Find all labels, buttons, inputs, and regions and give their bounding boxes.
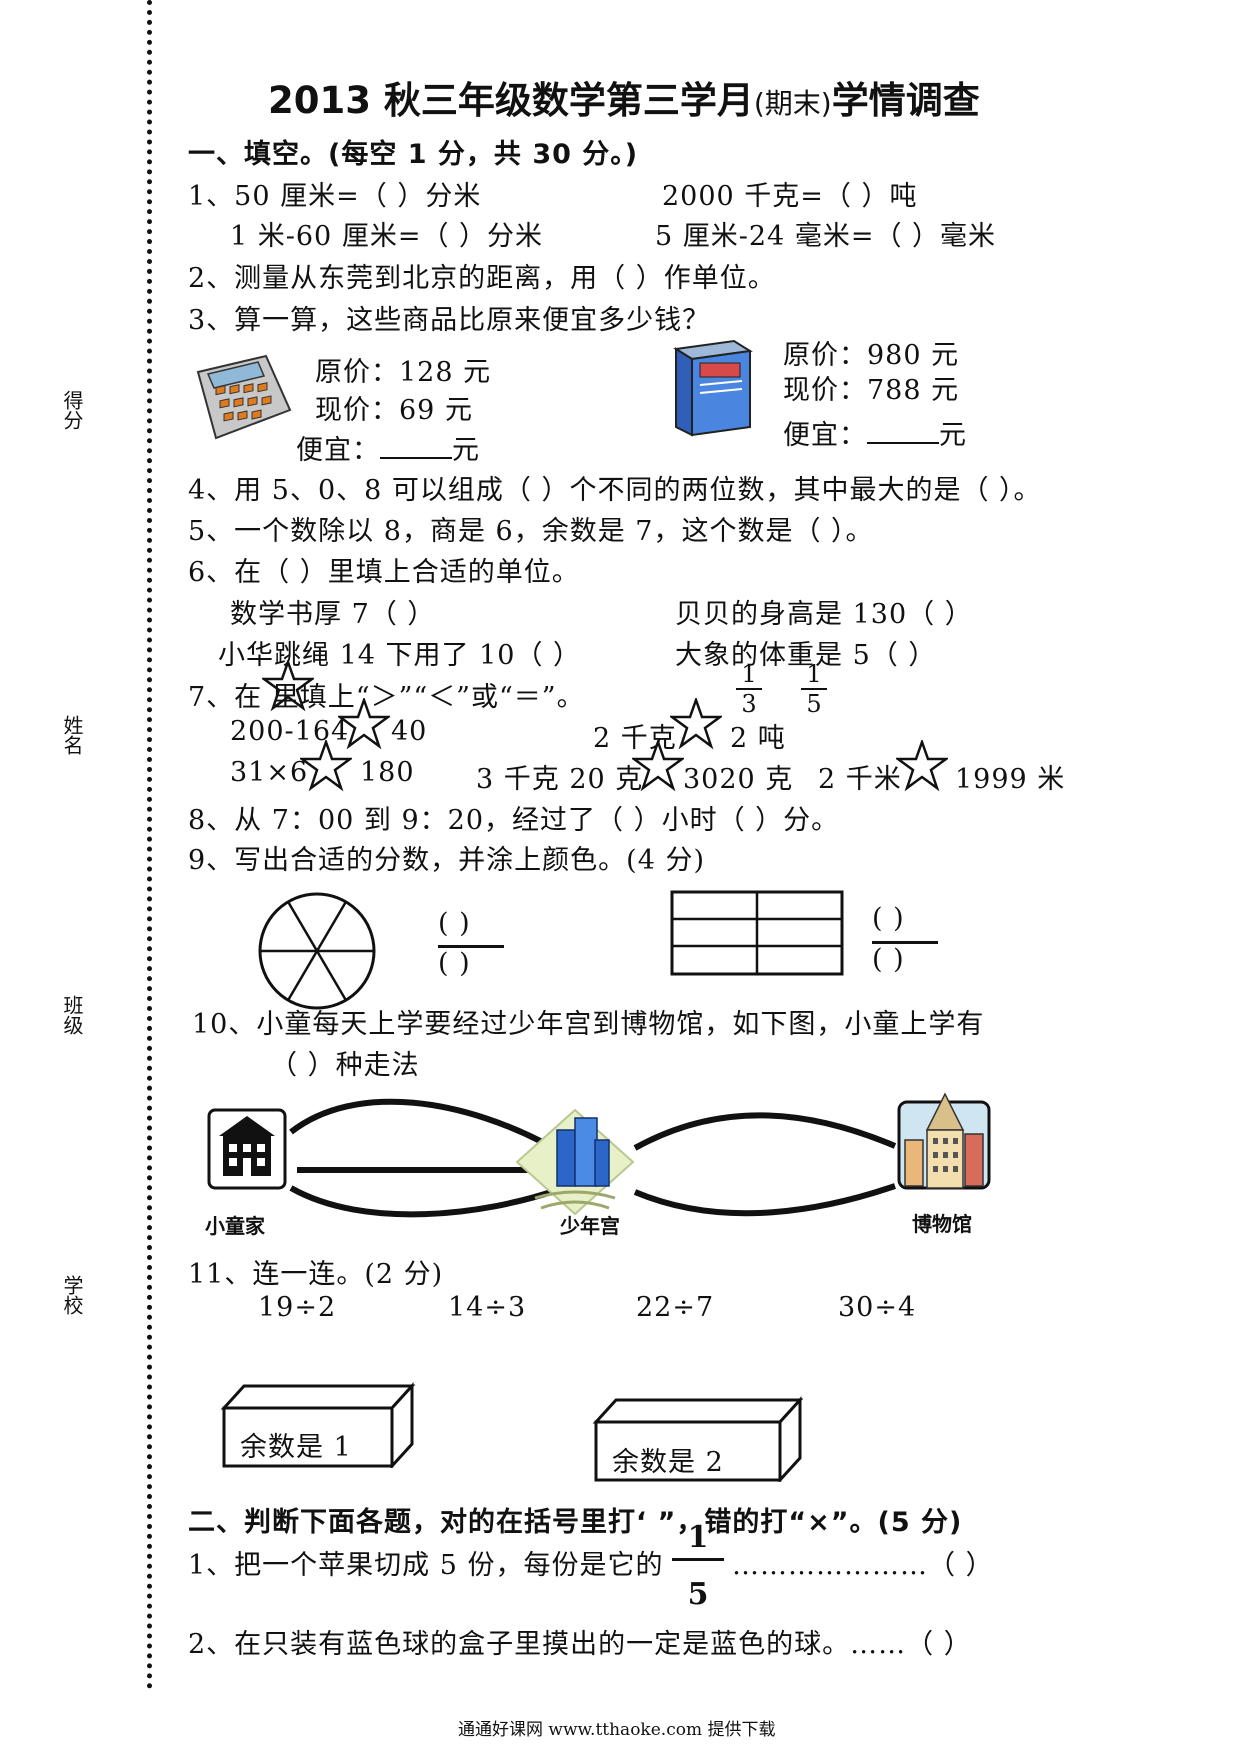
q7-a-right: 40: [391, 716, 428, 747]
remainder-box-1-label: 余数是 1: [240, 1432, 352, 1463]
q7-e-right: 1999 米: [955, 764, 1066, 795]
frac1-numerator: 1: [736, 660, 762, 690]
q6-d: 大象的体重是 5（ ）: [675, 640, 937, 671]
calculator-icon: [196, 354, 292, 440]
j1-frac-numerator: 1: [672, 1518, 724, 1561]
museum-label: 博物馆: [912, 1212, 972, 1236]
calc-cheaper-label: 便宜：: [296, 435, 380, 466]
class-label: 班级: [60, 995, 84, 1035]
q4: 4、用 5、0、8 可以组成（ ）个不同的两位数，其中最大的是（ ）。: [188, 475, 1042, 506]
q11-expr-2[interactable]: 14÷3: [448, 1292, 527, 1323]
box-original-price: 原价：980 元: [783, 340, 960, 371]
q5: 5、一个数除以 8，商是 6，余数是 7，这个数是（ ）。: [188, 516, 874, 547]
star-icon[interactable]: [670, 698, 722, 750]
q1-b: 2000 千克=（ ）吨: [662, 181, 918, 212]
route-diagram: [207, 1092, 991, 1218]
star-icon[interactable]: [300, 740, 352, 792]
section1-heading: 一、填空。(每空 1 分，共 30 分。): [188, 139, 639, 170]
q9-rect-denominator[interactable]: ( ): [872, 944, 905, 975]
binding-dotted-line: [147, 0, 152, 1690]
q3-text: 3、算一算，这些商品比原来便宜多少钱？: [188, 305, 711, 336]
calc-cheaper: 便宜： 元: [296, 428, 480, 467]
q9-circle-fraction-bar: [438, 945, 504, 948]
footer-credit: 通通好课网 www.tthaoke.com 提供下载: [458, 1720, 776, 1740]
q7-d-right: 3020 克: [683, 764, 794, 795]
calc-yuan: 元: [452, 435, 480, 466]
box-cheaper-label: 便宜：: [783, 420, 867, 451]
frac2-numerator: 1: [801, 660, 827, 690]
q7-e-left: 2 千米: [818, 764, 902, 795]
name-label: 姓名: [60, 715, 84, 755]
q9-circle-numerator[interactable]: ( ): [438, 908, 471, 939]
q6-a: 数学书厚 7（ ）: [230, 599, 436, 630]
q11-expr-3[interactable]: 22÷7: [636, 1292, 715, 1323]
title-paren: (期末): [753, 87, 832, 120]
home-label: 小童家: [205, 1214, 265, 1238]
q9-text: 9、写出合适的分数，并涂上颜色。(4 分): [188, 845, 706, 876]
q1-d: 5 厘米-24 毫米=（ ）毫米: [655, 221, 997, 252]
q9-rect-numerator[interactable]: ( ): [872, 903, 905, 934]
q7-a-left: 200-164: [230, 716, 350, 747]
calc-cheaper-blank[interactable]: [380, 435, 452, 459]
j2: 2、在只装有蓝色球的盒子里摸出的一定是蓝色的球。……（ ）: [188, 1629, 972, 1660]
remainder-box-1[interactable]: [220, 1382, 416, 1468]
circle-divided-sixths[interactable]: [256, 890, 378, 1012]
q11-text: 11、连一连。(2 分): [188, 1259, 444, 1290]
q1-c: 1 米-60 厘米=（ ）分米: [230, 221, 544, 252]
q1-a: 1、50 厘米=（ ）分米: [188, 181, 482, 212]
calc-original-price: 原价：128 元: [315, 357, 492, 388]
q11-expr-4[interactable]: 30÷4: [838, 1292, 917, 1323]
rectangle-divided-sixths[interactable]: [670, 890, 844, 976]
q2: 2、测量从东莞到北京的距离，用（ ）作单位。: [188, 263, 776, 294]
q9-circle-denominator[interactable]: ( ): [438, 948, 471, 979]
remainder-box-2[interactable]: [592, 1396, 804, 1482]
q7-b-right: 2 吨: [730, 723, 786, 754]
q6-b: 贝贝的身高是 130（ ）: [675, 599, 973, 630]
q10-text-1: 10、小童每天上学要经过少年宫到博物馆，如下图，小童上学有: [192, 1009, 985, 1040]
star-icon[interactable]: [632, 740, 684, 792]
star-icon[interactable]: [896, 740, 948, 792]
frac2-denominator: 5: [806, 690, 822, 718]
box-yuan: 元: [939, 420, 967, 451]
q7-b-left: 2 千克: [593, 723, 677, 754]
q7-d-left: 3 千克 20 克: [476, 764, 644, 795]
q7-c-right: 180: [360, 757, 415, 788]
j1-tail[interactable]: …………………（ ）: [732, 1550, 994, 1581]
q8: 8、从 7：00 到 9：20，经过了（ ）小时（ ）分。: [188, 805, 840, 836]
j1-fraction: 1 5: [672, 1518, 724, 1615]
j1-frac-denominator: 5: [687, 1577, 709, 1612]
star-icon[interactable]: [338, 698, 390, 750]
j1-text: 1、把一个苹果切成 5 份，每份是它的: [188, 1550, 664, 1581]
appliance-box-icon: [673, 339, 753, 437]
school-label: 学校: [60, 1275, 84, 1315]
frac1-denominator: 3: [741, 690, 757, 718]
box-cheaper: 便宜： 元: [783, 413, 967, 452]
page-title: 2013 秋三年级数学第三学月(期末)学情调查: [268, 70, 980, 124]
palace-label: 少年宫: [560, 1214, 620, 1238]
section2-heading: 二、判断下面各题，对的在括号里打‘ ”，错的打“×”。(5 分): [188, 1507, 963, 1538]
q6-c: 小华跳绳 14 下用了 10（ ）: [218, 640, 582, 671]
q11-expr-1[interactable]: 19÷2: [258, 1292, 337, 1323]
score-label: 得分: [60, 390, 84, 430]
star-icon: [262, 660, 314, 712]
remainder-box-2-label: 余数是 2: [612, 1447, 724, 1478]
q10-text-2: （ ）种走法: [270, 1050, 420, 1081]
q9-rect-fraction-bar: [872, 941, 938, 944]
q7-c-left: 31×6: [230, 757, 309, 788]
box-current-price: 现价：788 元: [783, 375, 960, 406]
q7-text: 7、在 里填上“＞”“＜”或“＝”。: [188, 682, 585, 713]
box-cheaper-blank[interactable]: [867, 420, 939, 444]
calc-current-price: 现价：69 元: [315, 395, 473, 426]
q6-text: 6、在（ ）里填上合适的单位。: [188, 557, 580, 588]
title-main-2: 学情调查: [831, 79, 980, 122]
title-main-1: 2013 秋三年级数学第三学月: [268, 79, 754, 122]
